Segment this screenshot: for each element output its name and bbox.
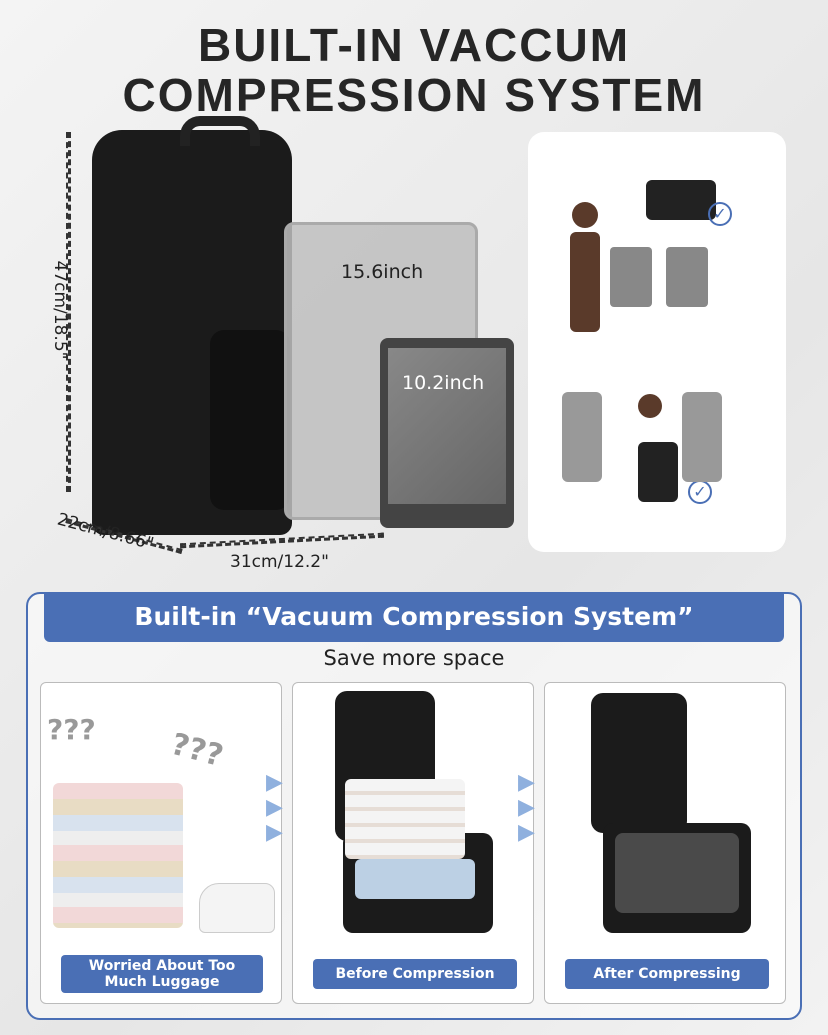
height-line	[66, 132, 71, 492]
underseat-bag-icon	[638, 442, 678, 502]
height-label: 47cm/18.5"	[50, 260, 70, 360]
question-marks: ???	[47, 713, 96, 746]
open-backpack-compressed	[591, 693, 687, 833]
backpack-handle	[180, 116, 260, 146]
panel-banner: Built-in “Vacuum Compression System”	[44, 592, 784, 642]
step-caption: Worried About Too Much Luggage	[61, 955, 263, 993]
backpack-pocket	[210, 330, 290, 510]
folded-clothes	[345, 779, 465, 859]
person-icon	[638, 394, 662, 418]
step-caption: After Compressing	[565, 959, 769, 989]
width-line	[180, 532, 384, 549]
overhead-bag-icon	[646, 180, 716, 220]
arrow-icon: ▶▶▶	[518, 770, 535, 845]
tablet-size-label: 10.2inch	[402, 372, 485, 394]
step-after: After Compressing	[544, 682, 786, 1004]
question-marks: ???	[167, 726, 227, 775]
seat-icon	[610, 247, 652, 307]
step-caption: Before Compression	[313, 959, 517, 989]
person-icon	[572, 202, 598, 228]
clothes-stack	[53, 783, 183, 928]
tablet-outline: 10.2inch	[380, 338, 514, 528]
step-before: Before Compression	[292, 682, 534, 1004]
seat-icon	[682, 392, 722, 482]
shoes	[199, 883, 275, 933]
cabin-fit-card: ✓ ✓	[528, 132, 786, 552]
panel-subtitle: Save more space	[323, 646, 505, 670]
headline: BUILT-IN VACCUM COMPRESSION SYSTEM	[122, 19, 706, 121]
seat-icon	[562, 392, 602, 482]
check-icon: ✓	[688, 480, 712, 504]
check-icon: ✓	[708, 202, 732, 226]
arrow-icon: ▶▶▶	[266, 770, 283, 845]
step-luggage: ??? ??? Worried About Too Much Luggage	[40, 682, 282, 1004]
seat-icon	[666, 247, 708, 307]
laptop-size-label: 15.6inch	[341, 261, 424, 283]
width-label: 31cm/12.2"	[230, 552, 329, 572]
